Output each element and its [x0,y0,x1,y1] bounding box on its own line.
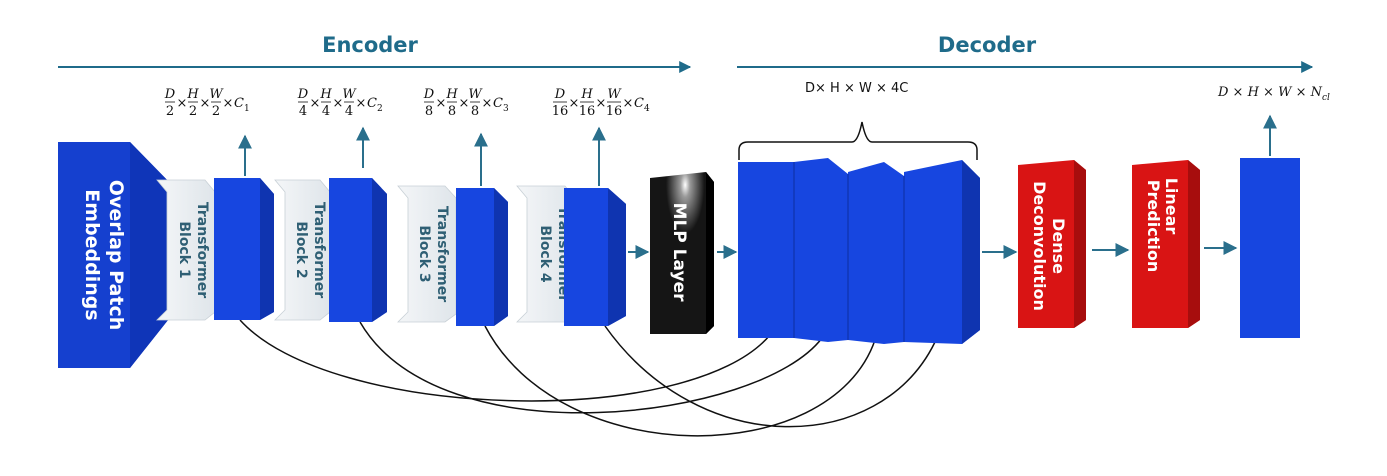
dim-denominator-d: 2 [166,104,174,119]
transformer-block-2: Transformer Block 2 [274,179,331,321]
dim-numerator-h: H [580,87,593,102]
channel-subscript: 2 [377,104,383,114]
times-sign-1: × [310,96,321,111]
tb3-line1: Transformer [434,206,450,302]
channel-symbol: C [634,96,644,111]
dim-denominator-d: 16 [552,104,569,119]
channel-symbol: C [493,96,503,111]
times-sign-1: × [177,96,188,111]
channel-subscript: 3 [503,104,509,114]
decoder-header: Decoder [737,33,1314,73]
times-sign-2: × [596,96,607,111]
skip-curve-4 [604,325,936,428]
encoder-title: Encoder [322,33,418,57]
dim-denominator-h: 16 [579,104,596,119]
dim-numerator-h: H [319,87,332,102]
tb2-line1: Transformer [311,202,327,298]
patch-embed-label-line2: Embeddings [81,189,103,320]
linear-label-line1: Linear [1162,178,1181,235]
patch-embed-label-line1: Overlap Patch [105,180,127,330]
channel-symbol: C [234,96,244,111]
feature-map-2 [329,178,387,322]
feature-map-1 [214,178,274,320]
dim-numerator-d: D [297,87,309,102]
deconv-label-line2: Deconvolution [1030,181,1049,311]
dim-numerator-w: W [607,87,622,102]
dim-denominator-d: 4 [299,104,307,119]
dim-denominator-h: 4 [322,104,330,119]
dim-numerator-d: D [423,87,435,102]
times-sign-2: × [459,96,470,111]
decoder-map-1 [738,162,794,338]
times-sign-3: × [356,96,367,111]
times-sign-2: × [200,96,211,111]
dense-deconvolution: Dense Deconvolution [1018,160,1086,328]
channel-subscript: 1 [244,104,250,114]
dim-denominator-d: 8 [425,104,433,119]
tb2-line2: Block 2 [293,221,309,278]
dim-numerator-h: H [445,87,458,102]
dim-numerator-w: W [342,87,357,102]
decoder-map-3 [847,162,904,344]
transformer-block-3: Transformer Block 3 [397,185,457,323]
feature-map-3 [456,188,508,326]
transformer-block-1: Transformer Block 1 [156,179,216,321]
times-sign-1: × [436,96,447,111]
linear-label-line2: Prediction [1144,180,1163,272]
skip-curve-3 [484,325,876,437]
stage-output-arrows [238,126,606,186]
tb1-line1: Transformer [194,202,210,298]
tb4-line2: Block 4 [537,225,553,283]
decoder-map-2 [793,158,848,342]
times-sign-2: × [333,96,344,111]
channel-symbol: C [367,96,377,111]
dim-denominator-h: 2 [189,104,197,119]
skip-curve-2 [359,321,823,414]
channel-subscript: 4 [644,104,650,114]
dim-numerator-d: D [554,87,566,102]
dim-denominator-w: 2 [212,104,220,119]
times-sign-3: × [623,96,634,111]
decoder-map-4 [903,160,980,344]
dim-numerator-h: H [186,87,199,102]
overlap-patch-embeddings: Overlap Patch Embeddings [58,142,172,368]
dim-denominator-w: 4 [345,104,353,119]
times-sign-3: × [482,96,493,111]
dim-denominator-h: 8 [448,104,456,119]
feature-map-4 [564,188,626,326]
dim-denominator-w: 8 [471,104,479,119]
dim-numerator-w: W [209,87,224,102]
dim-numerator-w: W [468,87,483,102]
deconv-label-line1: Dense [1049,218,1068,274]
tb1-line2: Block 1 [176,221,192,278]
output-dims-label: D × H × W × Ncl [1217,85,1330,103]
concat-dims-label: D× H × W × 4C [805,81,908,96]
skip-curve-1 [239,319,771,402]
times-sign-3: × [223,96,234,111]
mlp-layer: MLP Layer [650,172,714,334]
times-sign-1: × [569,96,580,111]
output-dims-main: D × H × W × N [1217,85,1323,100]
skip-connections [239,319,936,437]
tb3-line2: Block 3 [416,225,432,282]
mlp-label: MLP Layer [669,203,689,303]
linear-prediction: Linear Prediction [1132,160,1200,328]
dim-denominator-w: 16 [606,104,623,119]
encoder-header: Encoder [58,33,692,73]
output-map [1240,158,1300,338]
output-dims-subscript: cl [1322,93,1330,103]
decoder-title: Decoder [938,33,1037,57]
dim-numerator-d: D [164,87,176,102]
concat-brace [738,121,978,160]
